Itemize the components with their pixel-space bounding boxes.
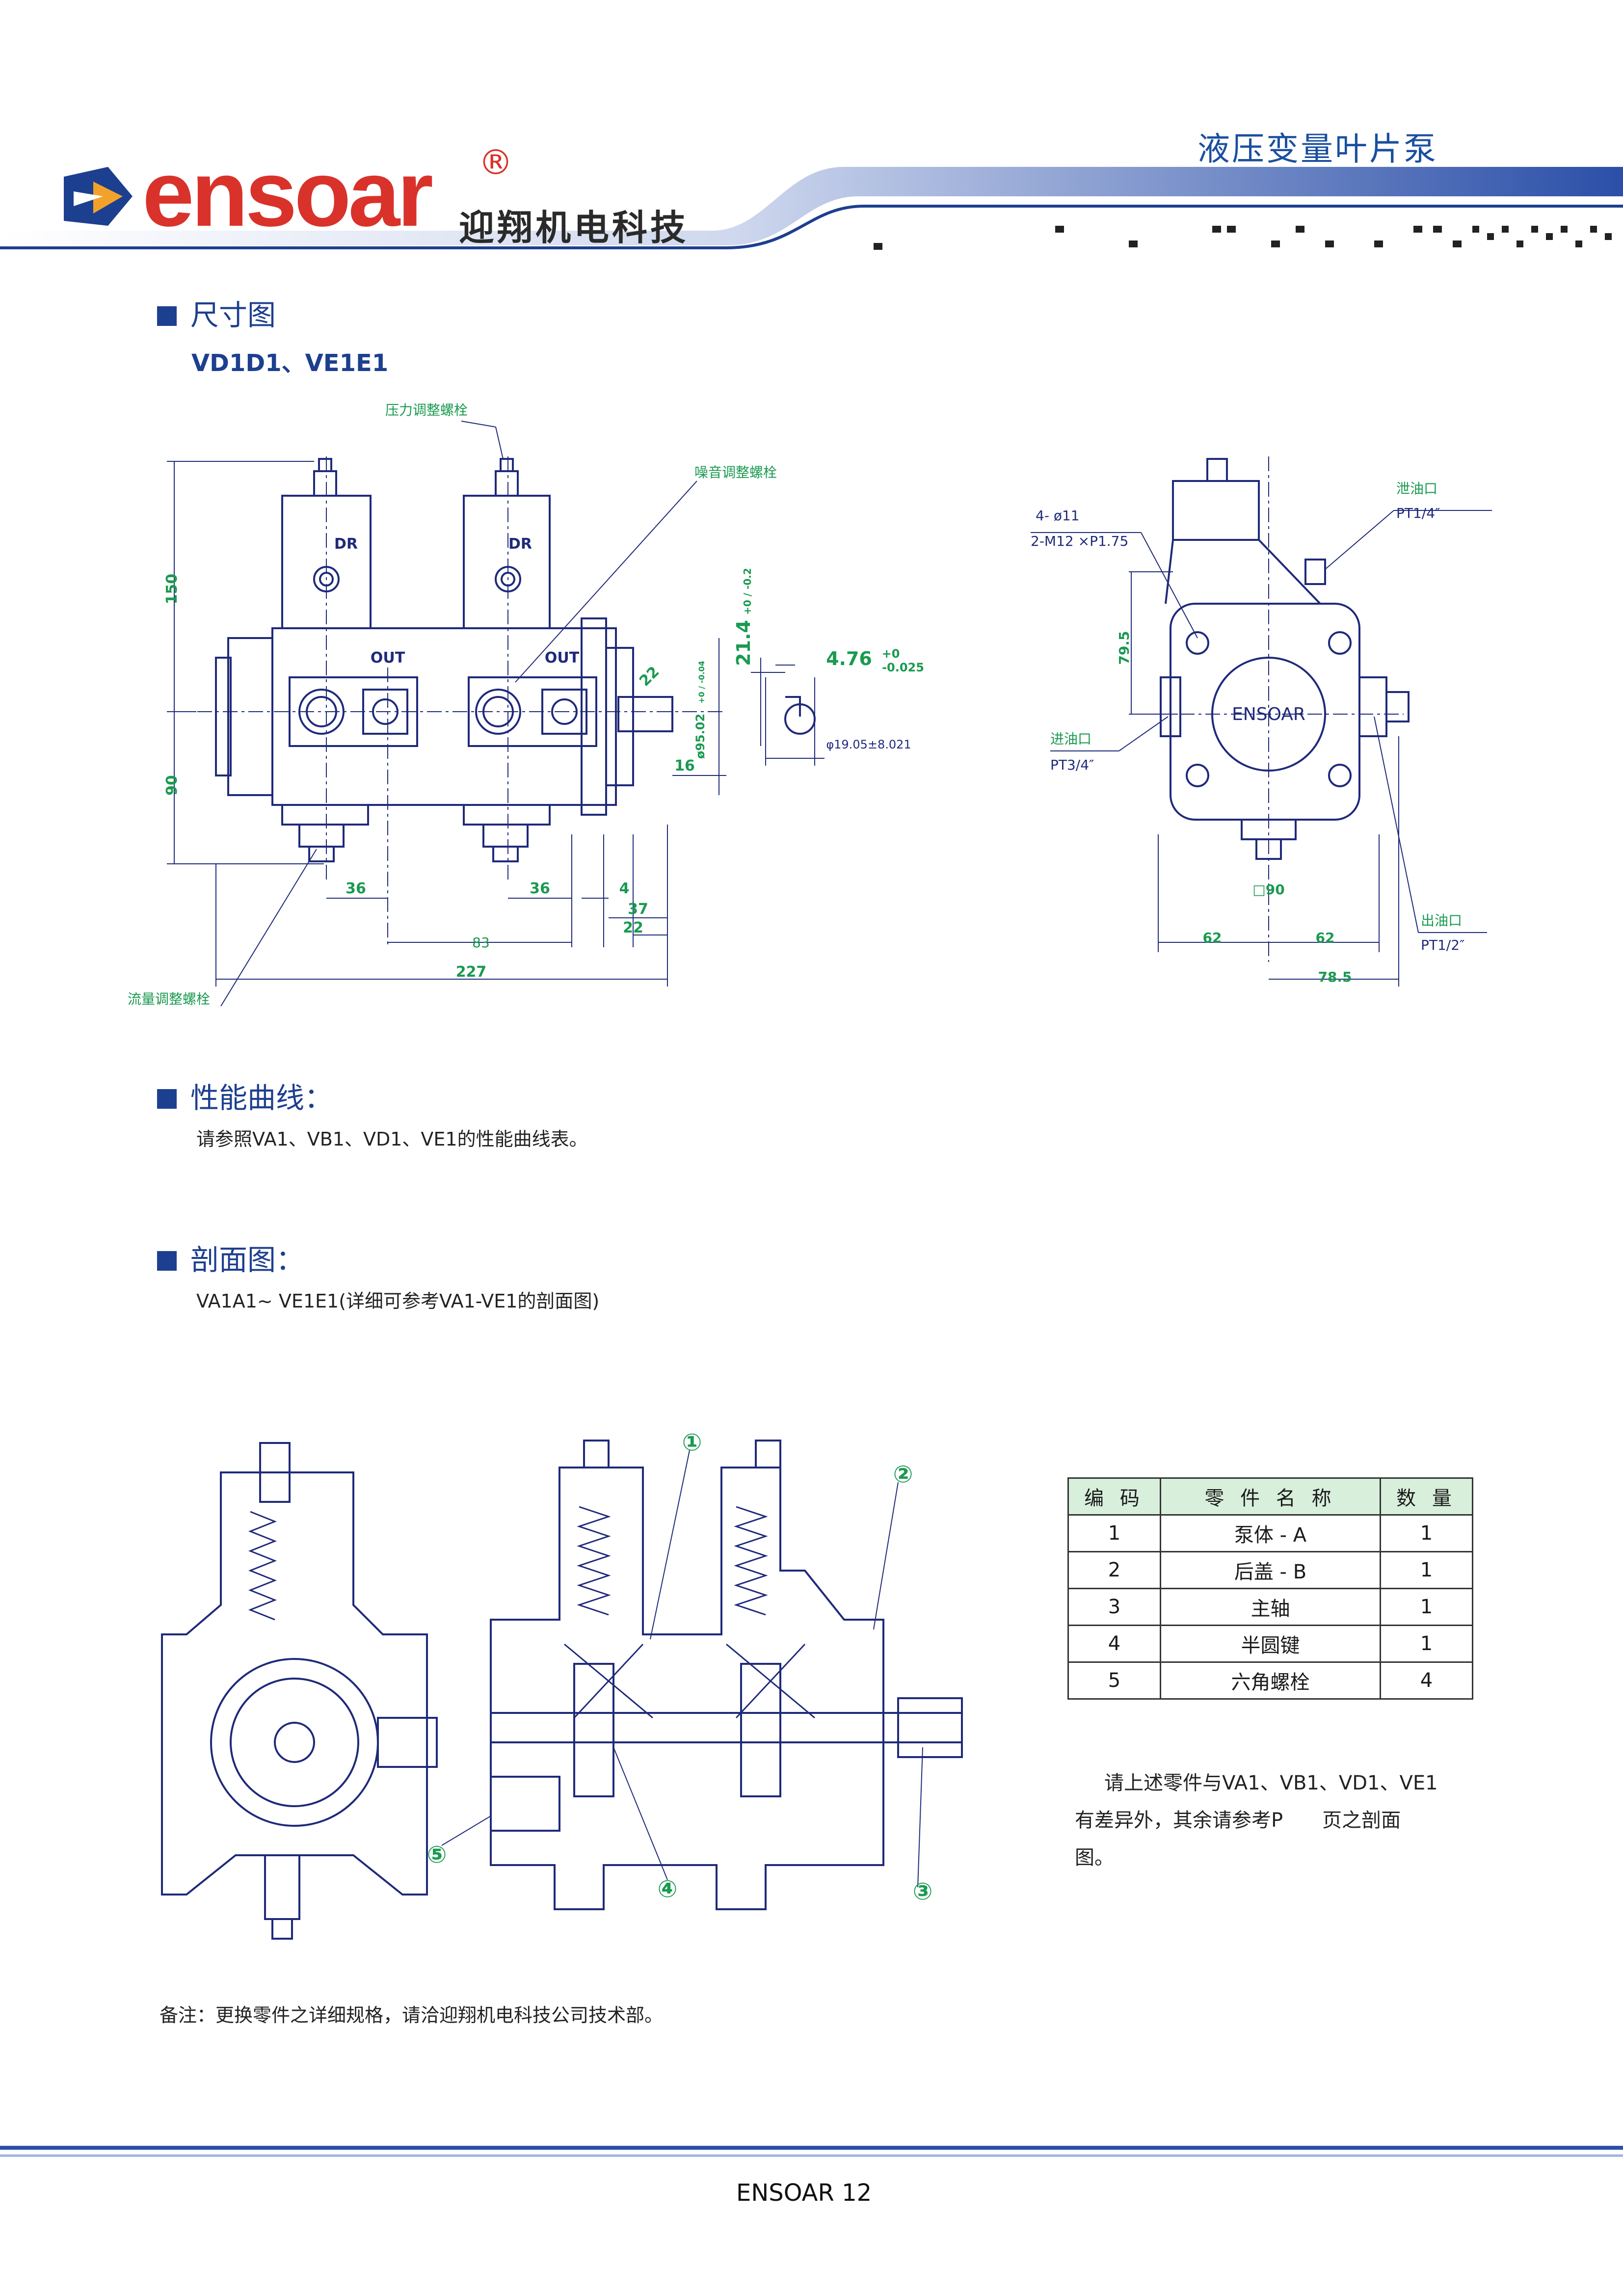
cell-name: 六角螺栓 — [1160, 1661, 1381, 1700]
cell-name: 泵体 - A — [1160, 1514, 1381, 1552]
dim-dia-95-tol: +0 / -0.04 — [697, 661, 706, 704]
callout-pressure-bolt: 压力调整螺栓 — [385, 402, 468, 418]
cell-code: 3 — [1067, 1588, 1161, 1626]
section-cutaway-title: 剖面图： — [157, 1237, 304, 1278]
table-row: 3 主轴 1 — [1067, 1588, 1473, 1626]
registered-mark: ® — [479, 142, 513, 183]
section-marker-1: ① — [682, 1429, 702, 1456]
dim-36b: 36 — [530, 880, 550, 897]
dot-pattern — [874, 226, 1612, 250]
callout-noise-bolt: 噪音调整螺栓 — [694, 464, 777, 481]
mount-thread: 2-M12 ×P1.75 — [1031, 533, 1128, 549]
dim-dia-95: ø95.02 — [693, 714, 707, 759]
dr-label-2: DR — [508, 535, 532, 553]
table-row: 4 半圆键 1 — [1067, 1625, 1473, 1663]
dim-4: 4 — [619, 880, 630, 897]
dim-21-4: 21.4 — [733, 620, 754, 666]
side-dim-79-5: 79.5 — [1116, 631, 1132, 665]
cell-name: 主轴 — [1160, 1588, 1381, 1626]
logo-mark — [64, 167, 133, 226]
cell-name: 半圆键 — [1160, 1625, 1381, 1663]
outlet-port-label: 出油口 — [1421, 912, 1462, 929]
col-code: 编 码 — [1067, 1477, 1161, 1516]
section-marker-4: ④ — [658, 1875, 678, 1903]
cell-code: 4 — [1067, 1625, 1161, 1663]
section-dimension-title: 尺寸图 — [157, 292, 276, 333]
cell-qty: 1 — [1380, 1551, 1473, 1589]
mount-holes: 4- ø11 — [1036, 507, 1080, 524]
drain-port-label: 泄油口 — [1396, 481, 1437, 497]
cell-code: 2 — [1067, 1551, 1161, 1589]
bullet-square-icon — [157, 1251, 177, 1271]
dim-36a: 36 — [346, 880, 366, 897]
dim-shaft-dia: φ19.05±8.021 — [826, 738, 911, 751]
document-title: 液压变量叶片泵 — [1197, 130, 1438, 168]
dim-37: 37 — [628, 901, 648, 918]
dim-key-width: 4.76 — [826, 648, 872, 669]
cell-qty: 4 — [1380, 1661, 1473, 1700]
footer-rule — [0, 2146, 1623, 2157]
dim-22: 22 — [623, 919, 643, 936]
out-label-2: OUT — [545, 649, 580, 667]
side-dim-62a: 62 — [1203, 930, 1222, 946]
col-part-name: 零 件 名 称 — [1160, 1477, 1381, 1516]
side-brand-label: ENSOAR — [1232, 704, 1305, 724]
cell-code: 1 — [1067, 1514, 1161, 1552]
dr-label-1: DR — [334, 535, 358, 553]
cell-qty: 1 — [1380, 1625, 1473, 1663]
bullet-square-icon — [157, 1089, 177, 1109]
brand-chinese-name: 迎翔机电科技 — [459, 207, 689, 248]
side-dim-90: □90 — [1252, 881, 1284, 898]
section-marker-2: ② — [893, 1461, 913, 1488]
brand-logo-word: ensoar — [142, 142, 433, 246]
dim-150: 150 — [163, 574, 181, 605]
remark-text: 备注：更换零件之详细规格，请洽迎翔机电科技公司技术部。 — [160, 2004, 664, 2026]
dim-key-tol-minus: -0.025 — [882, 661, 924, 674]
side-dim-62b: 62 — [1316, 930, 1335, 946]
table-row: 2 后盖 - B 1 — [1067, 1551, 1473, 1589]
header-band — [0, 167, 1623, 250]
dim-83: 83 — [472, 934, 490, 951]
inlet-port-size: PT3/4″ — [1050, 757, 1094, 773]
dim-16: 16 — [674, 757, 695, 774]
side-view-drawing: 79.5 □90 62 62 78.5 4- ø11 2-M12 ×P1.75 … — [1031, 456, 1492, 987]
table-row: 1 泵体 - A 1 — [1067, 1514, 1473, 1552]
section-view-text: VA1A1~ VE1E1(详细可参考VA1-VE1的剖面图) — [196, 1290, 600, 1312]
model-label: VD1D1、VE1E1 — [191, 349, 389, 377]
dim-227: 227 — [456, 963, 487, 981]
section-marker-3: ③ — [913, 1878, 933, 1905]
callout-flow-bolt: 流量调整螺栓 — [128, 991, 210, 1007]
dim-90: 90 — [163, 775, 181, 796]
col-qty: 数 量 — [1380, 1477, 1473, 1516]
inlet-port-label: 进油口 — [1050, 731, 1091, 747]
side-dim-78-5: 78.5 — [1318, 969, 1352, 985]
out-label-1: OUT — [371, 649, 405, 667]
section-performance-title: 性能曲线： — [157, 1075, 333, 1116]
table-header-row: 编 码 零 件 名 称 数 量 — [1067, 1477, 1473, 1516]
cell-qty: 1 — [1380, 1514, 1473, 1552]
bullet-square-icon — [157, 306, 177, 326]
cell-code: 5 — [1067, 1661, 1161, 1700]
parts-table: 编 码 零 件 名 称 数 量 1 泵体 - A 1 2 后盖 - B 1 3 … — [1067, 1477, 1473, 1700]
cell-qty: 1 — [1380, 1588, 1473, 1626]
section-marker-5: ⑤ — [427, 1841, 447, 1869]
parts-note: 请上述零件与VA1、VB1、VD1、VE1有差异外，其余请参考P 页之剖面图。 — [1075, 1772, 1438, 1869]
dim-22v: 22 — [636, 663, 663, 690]
dim-21-4-tol: +0 / -0.2 — [742, 568, 753, 615]
front-view-drawing: DR DR OUT OUT 150 90 36 36 4 37 22 227 1… — [128, 402, 924, 1007]
dim-key-tol-plus: +0 — [882, 647, 900, 661]
table-row: 5 六角螺栓 4 — [1067, 1661, 1473, 1700]
cross-section-drawing: ① ② ③ ④ ⑤ — [161, 1429, 963, 1940]
cell-name: 后盖 - B — [1160, 1551, 1381, 1589]
footer-page-label: ENSOAR 12 — [736, 2179, 872, 2207]
performance-text: 请参照VA1、VB1、VD1、VE1的性能曲线表。 — [196, 1128, 588, 1150]
outlet-port-size: PT1/2″ — [1421, 937, 1465, 953]
drain-port-size: PT1/4″ — [1396, 505, 1440, 521]
